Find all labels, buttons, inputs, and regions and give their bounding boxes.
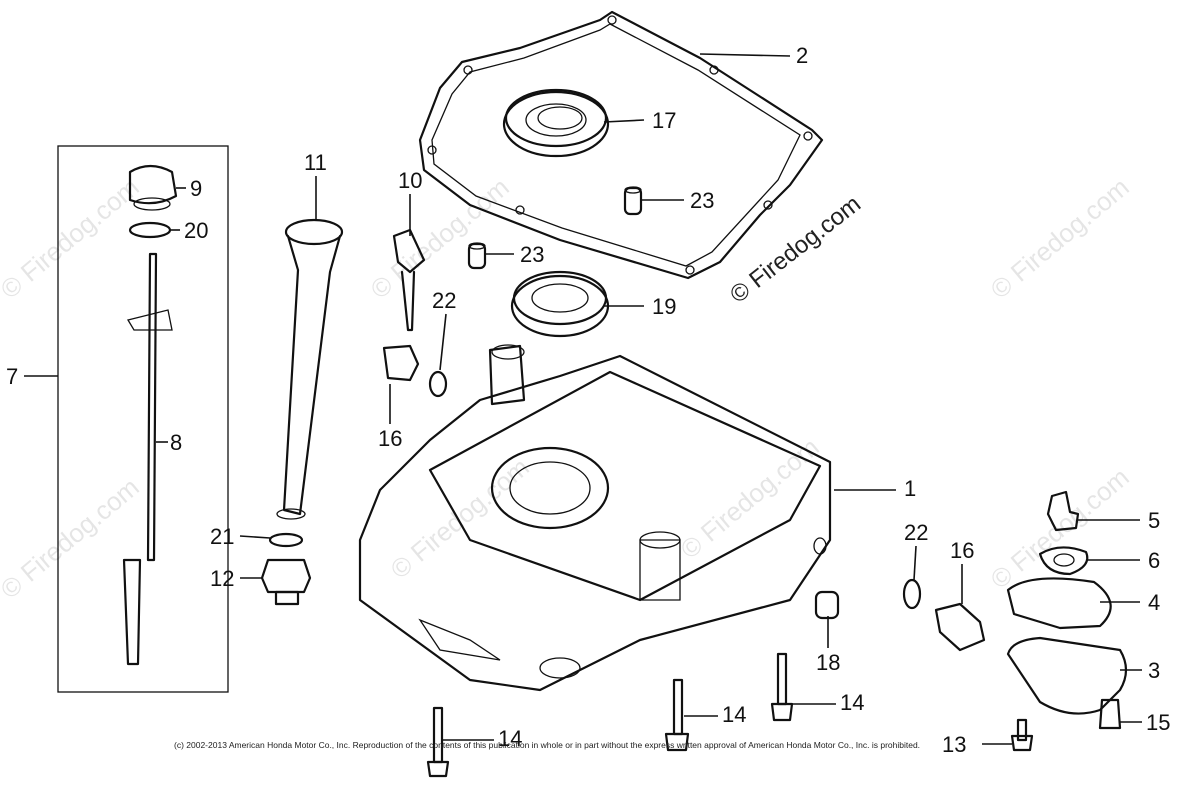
watermark-faint: © Firedog.com — [0, 472, 145, 605]
callout-14: 14 — [498, 726, 522, 751]
crankcase-cover-part — [358, 344, 832, 692]
callout-17: 17 — [652, 108, 676, 133]
callout-3: 3 — [1148, 658, 1160, 683]
filler-tube-part — [276, 218, 344, 520]
callout-16: 16 — [378, 426, 402, 451]
callout-20: 20 — [184, 218, 208, 243]
dipstick-group-frame — [57, 145, 229, 693]
callout-labels: 1 2 3 4 5 6 7 8 9 10 11 12 13 14 14 14 1… — [6, 43, 1170, 757]
callout-14: 14 — [840, 690, 864, 715]
oil-filler-cap-part — [128, 164, 178, 239]
dowel-pin-part — [814, 590, 840, 620]
callout-5: 5 — [1148, 508, 1160, 533]
callout-8: 8 — [170, 430, 182, 455]
callout-18: 18 — [816, 650, 840, 675]
oil-pump-parts — [1006, 490, 1128, 715]
watermark-faint: © Firedog.com — [985, 462, 1135, 595]
gasket-part — [418, 10, 824, 280]
callout-21: 21 — [210, 524, 234, 549]
callout-7: 7 — [6, 364, 18, 389]
bolt-part — [426, 652, 1122, 778]
callout-2: 2 — [796, 43, 808, 68]
callout-14: 14 — [722, 702, 746, 727]
callout-16: 16 — [950, 538, 974, 563]
copyright-notice: (c) 2002-2013 American Honda Motor Co., … — [174, 740, 920, 750]
callout-13: 13 — [942, 732, 966, 757]
callout-12: 12 — [210, 566, 234, 591]
callout-19: 19 — [652, 294, 676, 319]
callout-22: 22 — [432, 288, 456, 313]
callout-11: 11 — [304, 150, 327, 175]
callout-22: 22 — [904, 520, 928, 545]
breather-valve-part — [392, 228, 426, 332]
watermark-faint: © Firedog.com — [365, 172, 515, 305]
callout-23: 23 — [690, 188, 714, 213]
oil-seal-part — [510, 270, 610, 338]
dowel-pin-part — [467, 186, 643, 270]
watermark-faint: © Firedog.com — [985, 172, 1135, 305]
watermark-faint: © Firedog.com — [0, 172, 145, 305]
callout-6: 6 — [1148, 548, 1160, 573]
bolt-part — [382, 344, 986, 652]
watermark-main: © Firedog.com — [725, 190, 866, 308]
dipstick-part — [122, 252, 173, 666]
leader-lines — [24, 53, 1142, 745]
drain-plug-part — [260, 532, 312, 606]
callout-15: 15 — [1146, 710, 1170, 735]
callout-23: 23 — [520, 242, 544, 267]
callout-1: 1 — [904, 476, 916, 501]
bearing-part — [502, 88, 610, 158]
callout-4: 4 — [1148, 590, 1160, 615]
callout-10: 10 — [398, 168, 422, 193]
callout-9: 9 — [190, 176, 202, 201]
